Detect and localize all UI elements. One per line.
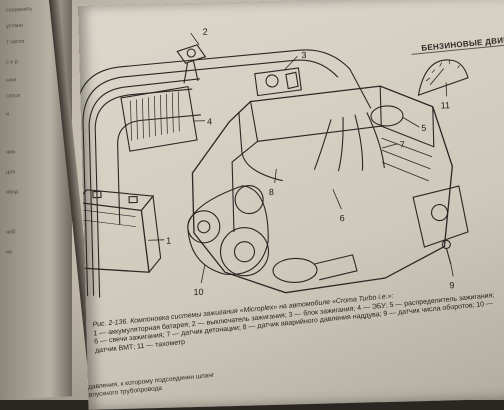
distributor (370, 105, 404, 127)
ignition-lead (313, 119, 332, 171)
engine-block (187, 85, 469, 294)
left-page-fragment: т части (6, 38, 25, 46)
drive-belt (187, 185, 269, 275)
ignition-lead (354, 114, 364, 171)
wiring-harness (78, 49, 372, 297)
callout-10: 10 (193, 287, 203, 297)
left-page-fragment: с и р (6, 59, 18, 66)
callout-4: 4 (207, 117, 212, 127)
ecu-unit (120, 86, 198, 152)
ignition-lead (366, 112, 385, 169)
ignition-switch (176, 44, 207, 84)
left-page-fragment: нии (6, 149, 16, 156)
left-page-fragment: сохранить (6, 6, 33, 14)
callout-9: 9 (449, 280, 454, 290)
callout-5: 5 (421, 123, 426, 133)
left-page-fragment: ыни (6, 77, 17, 84)
left-page-fragment: устано (6, 22, 24, 30)
left-page-fragment: сатся (6, 92, 20, 100)
wiring-harness (88, 78, 201, 296)
callout-7: 7 (400, 139, 405, 149)
left-page-fragment: и (6, 111, 10, 118)
callout-2: 2 (203, 27, 208, 37)
callout-3: 3 (301, 50, 306, 60)
callout-8: 8 (269, 187, 274, 197)
ignition-system-drawing: 2 3 4 5 6 7 8 9 10 1 11 (78, 27, 469, 298)
left-page-fragment: ция (6, 169, 16, 176)
callout-6: 6 (340, 213, 345, 223)
ignition-lead (337, 117, 344, 172)
callout-1: 1 (166, 236, 171, 246)
engine-speed-sensor (441, 239, 452, 265)
wiring-harness (117, 114, 201, 225)
tachometer (417, 59, 469, 96)
callout-11: 11 (441, 100, 451, 110)
wiring-harness (94, 88, 193, 298)
left-page-fragment: ной (6, 229, 16, 236)
crankshaft-pulley (219, 227, 270, 277)
left-page-fragment: ии (6, 249, 13, 256)
ignition-module (254, 67, 302, 97)
wiring-harness (82, 59, 339, 296)
left-page-fragment: ивод (6, 189, 19, 196)
book-page: БЕНЗИНОВЫЕ ДВИГАТЕЛИ • 83 (78, 0, 504, 410)
